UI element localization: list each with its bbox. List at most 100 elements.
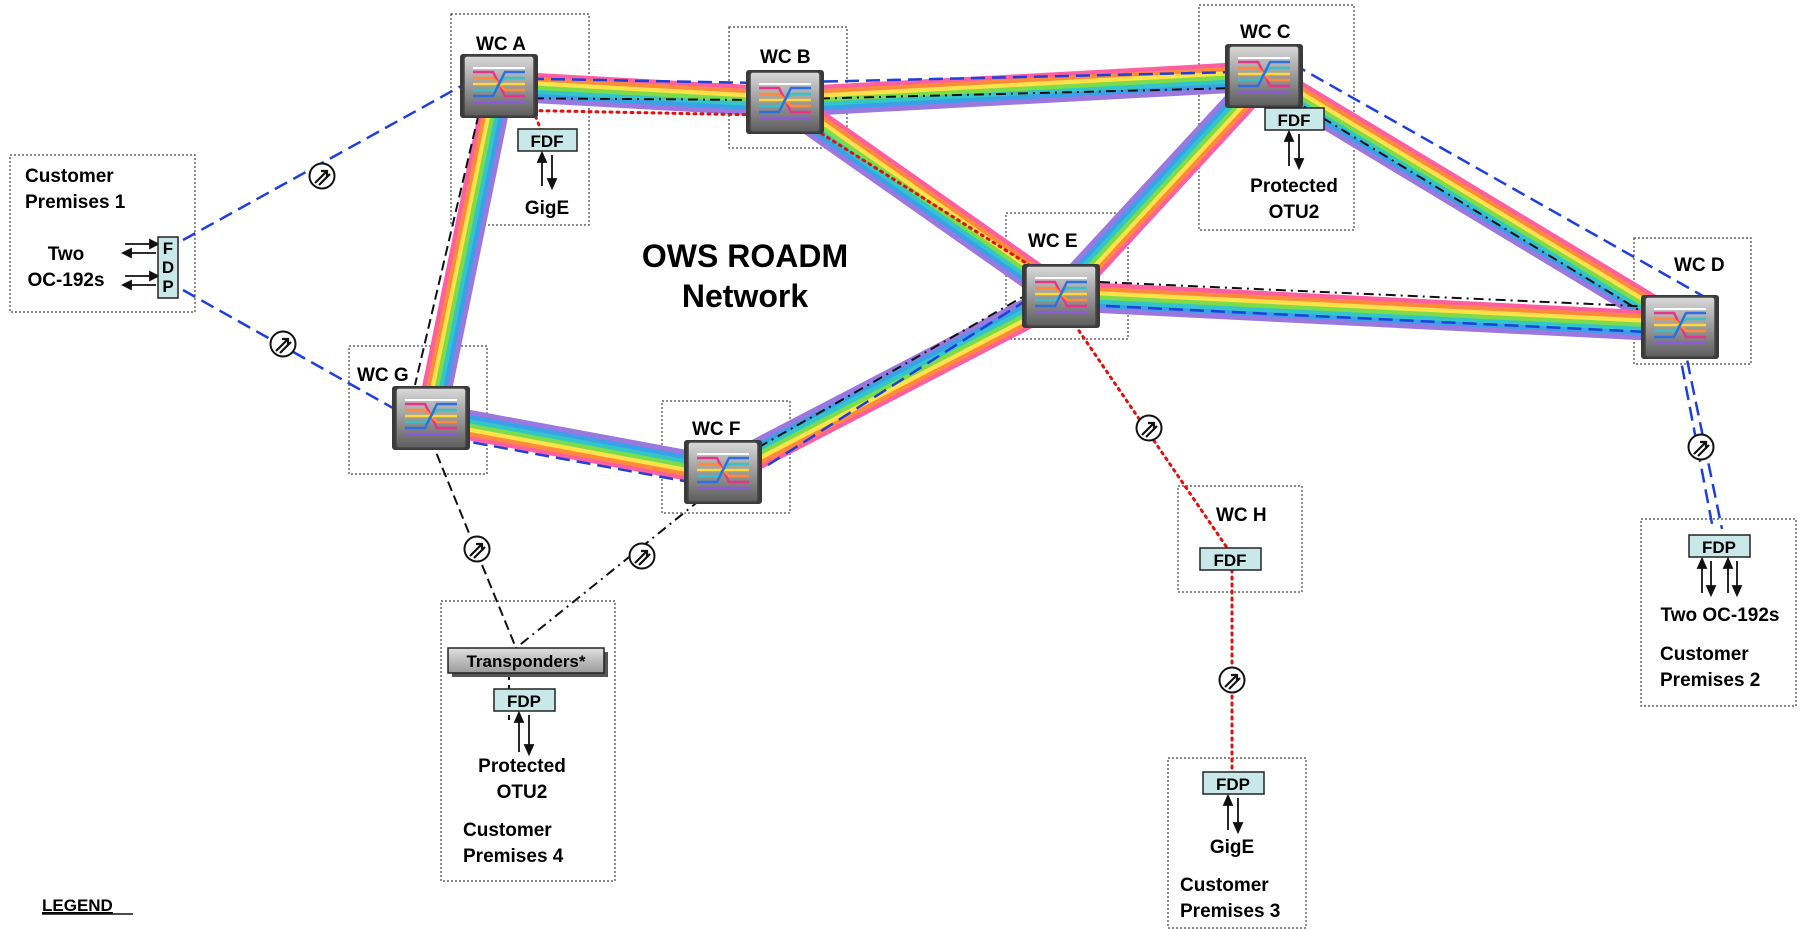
wc-h-box: [1177, 485, 1303, 593]
customer-4-title-line1: Customer: [463, 820, 552, 841]
rainbow-wavelength: [1049, 65, 1257, 290]
customer-1-title-line2: Premises 1: [25, 192, 126, 213]
customer-3-title-line2: Premises 3: [1180, 901, 1280, 922]
rainbow-wavelength: [440, 88, 514, 422]
rainbow-wavelength: [420, 83, 494, 417]
rainbow-wavelength: [716, 282, 1057, 464]
node-label-h: WC H: [1216, 505, 1267, 526]
rainbow-link-e-d: [1060, 280, 1681, 343]
rainbow-wavelength: [432, 407, 725, 467]
node-label-g: WC G: [357, 365, 409, 386]
amplifier-icon: [269, 330, 297, 358]
rainbow-wavelength: [784, 65, 1264, 97]
network-title-line2: Network: [682, 278, 808, 314]
rainbow-wavelength: [1061, 289, 1681, 326]
rainbow-wavelength: [723, 297, 1065, 478]
fdp-letter: F: [163, 239, 173, 258]
rainbow-wavelength: [1061, 285, 1681, 322]
rainbow-wavelength: [1264, 70, 1684, 326]
rainbow-wavelength: [429, 419, 723, 479]
wc-c-box: [1198, 4, 1355, 231]
rainbow-wavelength: [431, 411, 725, 471]
rainbow-wavelength: [1060, 293, 1681, 330]
fdp-panel: [1202, 771, 1265, 795]
customer-2-service: Two OC-192s: [1661, 605, 1780, 626]
transponders-label: Transponders*: [466, 652, 585, 671]
wc-g-box: [348, 345, 488, 475]
rainbow-wavelength: [428, 85, 502, 419]
rainbow-wavelength: [785, 86, 1265, 118]
rainbow-wavelength: [1062, 77, 1269, 301]
rainbow-link-b-c: [784, 60, 1265, 118]
rainbow-link-f-g: [428, 403, 726, 487]
node-label-c: WC C: [1240, 22, 1291, 43]
amplifier-icon: [463, 535, 491, 563]
fdp-letter: D: [162, 258, 174, 277]
customer-4-title-line2: Premises 4: [463, 846, 564, 867]
rainbow-wavelength: [430, 415, 724, 475]
wc-d-box: [1633, 237, 1752, 365]
amplifier-icon: [1135, 414, 1163, 442]
rainbow-wavelength: [1256, 84, 1675, 340]
rainbow-wavelength: [725, 301, 1067, 482]
blue-dashed-path: [182, 62, 1724, 530]
fdp-letter: P: [162, 277, 173, 296]
customer-2-box: [1640, 518, 1797, 707]
amplifier-icon: [1218, 666, 1246, 694]
rainbow-wavelength: [1260, 77, 1680, 333]
bidirectional-arrow-icon: [1222, 793, 1244, 835]
roadm-switch-icon: [1639, 293, 1721, 361]
rainbow-wavelength: [1060, 297, 1680, 334]
rainbow-wavelength: [428, 427, 722, 487]
customer-3-service: GigE: [1210, 837, 1254, 858]
rainbow-link-layer: [416, 60, 1688, 487]
rainbow-wavelength: [1052, 68, 1260, 292]
otu2-label: OTU2: [1269, 202, 1320, 223]
rainbow-wavelength: [785, 81, 1265, 113]
bidirectional-arrow-icon: [1696, 556, 1743, 598]
protected-label: Protected: [1250, 176, 1338, 197]
customer-2-title-line2: Premises 2: [1660, 670, 1760, 691]
node-label-a: WC A: [476, 34, 526, 55]
bidirectional-arrow-icon: [513, 710, 535, 757]
roadm-switch-icon: [458, 52, 540, 120]
amplifier-icon: [308, 162, 336, 190]
fdp-panel-vertical: [157, 236, 179, 299]
rainbow-link-e-f: [716, 282, 1068, 486]
rainbow-link-g-a: [416, 82, 514, 422]
fdf-panel: [1199, 547, 1262, 571]
fdf-label: FDF: [1277, 111, 1310, 130]
customer-1-service-line1: Two: [48, 244, 85, 265]
fdp-label: FDP: [507, 692, 541, 711]
bidirectional-arrow-icon: [120, 238, 161, 291]
rainbow-wavelength: [727, 304, 1068, 486]
fdp-label: FDP: [1216, 775, 1250, 794]
roadm-switch-icon: [390, 384, 472, 452]
rainbow-link-c-d: [1256, 63, 1688, 340]
rainbow-wavelength: [776, 110, 1056, 309]
amplifier-icon: [1687, 433, 1715, 461]
bidirectional-arrow-icon: [536, 150, 558, 191]
customer-3-title-line1: Customer: [1180, 875, 1269, 896]
rainbow-wavelength: [429, 423, 722, 483]
rainbow-link-c-e: [1049, 65, 1276, 307]
customer-1-box: [9, 154, 196, 313]
rainbow-wavelength: [719, 290, 1061, 471]
rainbow-wavelength: [785, 96, 1065, 295]
rainbow-wavelength: [788, 93, 1068, 292]
fdf-panel: [1264, 107, 1325, 131]
rainbow-wavelength: [436, 87, 510, 421]
roadm-switch-icon: [1020, 262, 1102, 330]
customer-1-service-line2: OC-192s: [27, 270, 104, 291]
network-title-line1: OWS ROADM: [642, 238, 848, 274]
rainbow-wavelength: [1065, 80, 1273, 304]
node-label-d: WC D: [1674, 255, 1725, 276]
otu2-label: OTU2: [497, 782, 548, 803]
rainbow-wavelength: [498, 87, 785, 109]
amplifier-icon: [628, 542, 656, 570]
fdf-label: FDF: [530, 132, 563, 151]
bidirectional-arrow-icon: [1283, 129, 1305, 171]
rainbow-wavelength: [416, 82, 490, 416]
rainbow-wavelength: [424, 84, 498, 418]
